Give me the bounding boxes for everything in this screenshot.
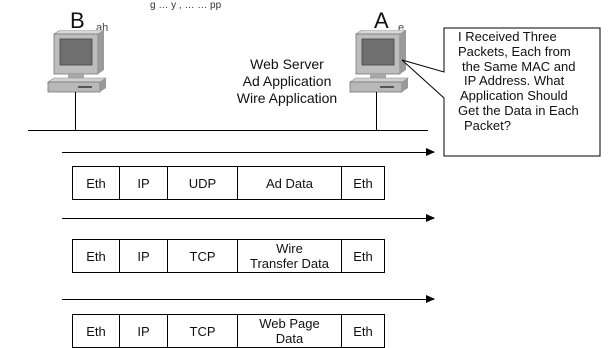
frame-cell-eth-trailer: Eth: [353, 175, 373, 191]
callout-line: I Received Three: [458, 29, 557, 44]
server-app-wire: Wire Application: [236, 90, 338, 106]
callout-line: Get the Data in Each: [458, 102, 579, 118]
frame-cell-transport: TCP: [168, 240, 238, 272]
direction-arrow: [62, 148, 435, 156]
host-b-computer-icon: [47, 30, 107, 93]
callout-line: Packets, Each from: [458, 43, 571, 59]
callout-line: IP Address. What: [464, 73, 565, 89]
callout-line: the Same MAC and: [462, 58, 576, 74]
frame-cell-transport: UDP: [168, 167, 238, 199]
server-app-ad: Ad Application: [242, 73, 332, 89]
callout-line: Packet?: [464, 117, 511, 133]
host-b-label: B: [70, 8, 85, 33]
packet-frame-3: Eth IP TCP Web Page Data Eth: [72, 314, 385, 348]
frame-cell-data: Ad Data: [238, 167, 342, 199]
callout-line: Application Should: [460, 88, 568, 104]
packet-frame-2: Eth IP TCP Wire Transfer Data Eth: [72, 239, 385, 273]
frame-cell-ip: IP: [120, 167, 168, 199]
host-a-computer-icon: [349, 30, 409, 93]
host-a-clipped-text: e: [398, 22, 405, 34]
frame-cell-data: Wire Transfer Data: [238, 240, 342, 272]
frame-cell-ip: IP: [120, 315, 168, 347]
frame-cell-data: Web Page Data: [238, 315, 342, 347]
server-applications-label: Web Server Ad Application Wire Applicati…: [222, 56, 352, 107]
direction-arrow: [62, 214, 435, 222]
speech-callout-bubble: [401, 27, 601, 157]
frame-cell-eth-trailer: Eth: [353, 248, 373, 264]
frame-cell-transport: TCP: [168, 315, 238, 347]
frame-cell-eth-trailer: Eth: [353, 323, 373, 339]
speech-callout-text: I Received Three Packets, Each from the …: [458, 29, 579, 134]
server-app-web: Web Server: [250, 56, 324, 72]
packet-frame-1: Eth IP UDP Ad Data Eth: [72, 166, 385, 200]
host-a-label: A: [374, 8, 389, 33]
frame-cell-eth-header: Eth: [73, 315, 120, 347]
frame-cell-eth-header: Eth: [73, 240, 120, 272]
network-bus-line: [28, 130, 428, 131]
host-b-drop-line: [75, 92, 76, 130]
frame-cell-eth-header: Eth: [73, 167, 120, 199]
frame-cell-ip: IP: [120, 240, 168, 272]
direction-arrow: [62, 295, 435, 303]
caption-fragment: g … y , … … pp: [150, 0, 222, 11]
host-a-drop-line: [376, 92, 377, 130]
